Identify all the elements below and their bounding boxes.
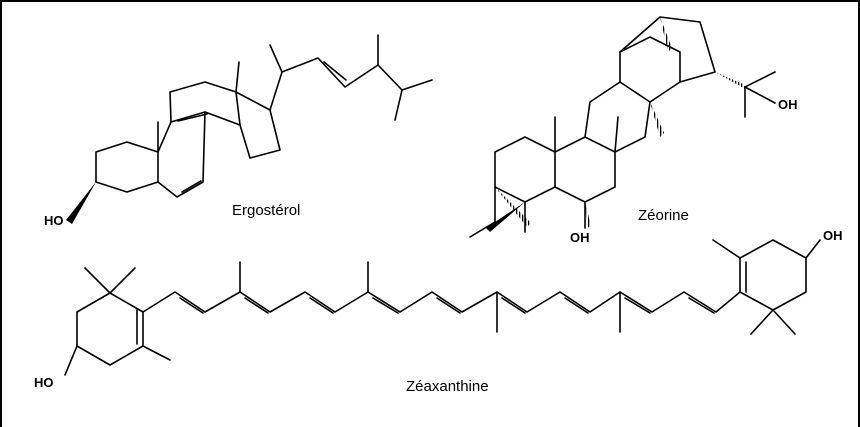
ergosterol-hydroxyl-label: HO: [44, 213, 64, 228]
zeaxanthine-right-hydroxyl-label: OH: [823, 228, 843, 243]
ergosterol-structure: [66, 34, 433, 224]
zeorine-side-hydroxyl-label: OH: [778, 97, 798, 112]
zeorine-ring-hydroxyl-label: OH: [570, 230, 590, 245]
zeorine-structure: [469, 16, 776, 238]
zeaxanthine-structure: [64, 239, 821, 376]
ergosterol-name: Ergostérol: [232, 202, 301, 219]
zeaxanthine-left-hydroxyl-label: HO: [34, 375, 54, 390]
zeaxanthine-name: Zéaxanthine: [406, 378, 489, 395]
zeorine-name: Zéorine: [638, 207, 689, 224]
